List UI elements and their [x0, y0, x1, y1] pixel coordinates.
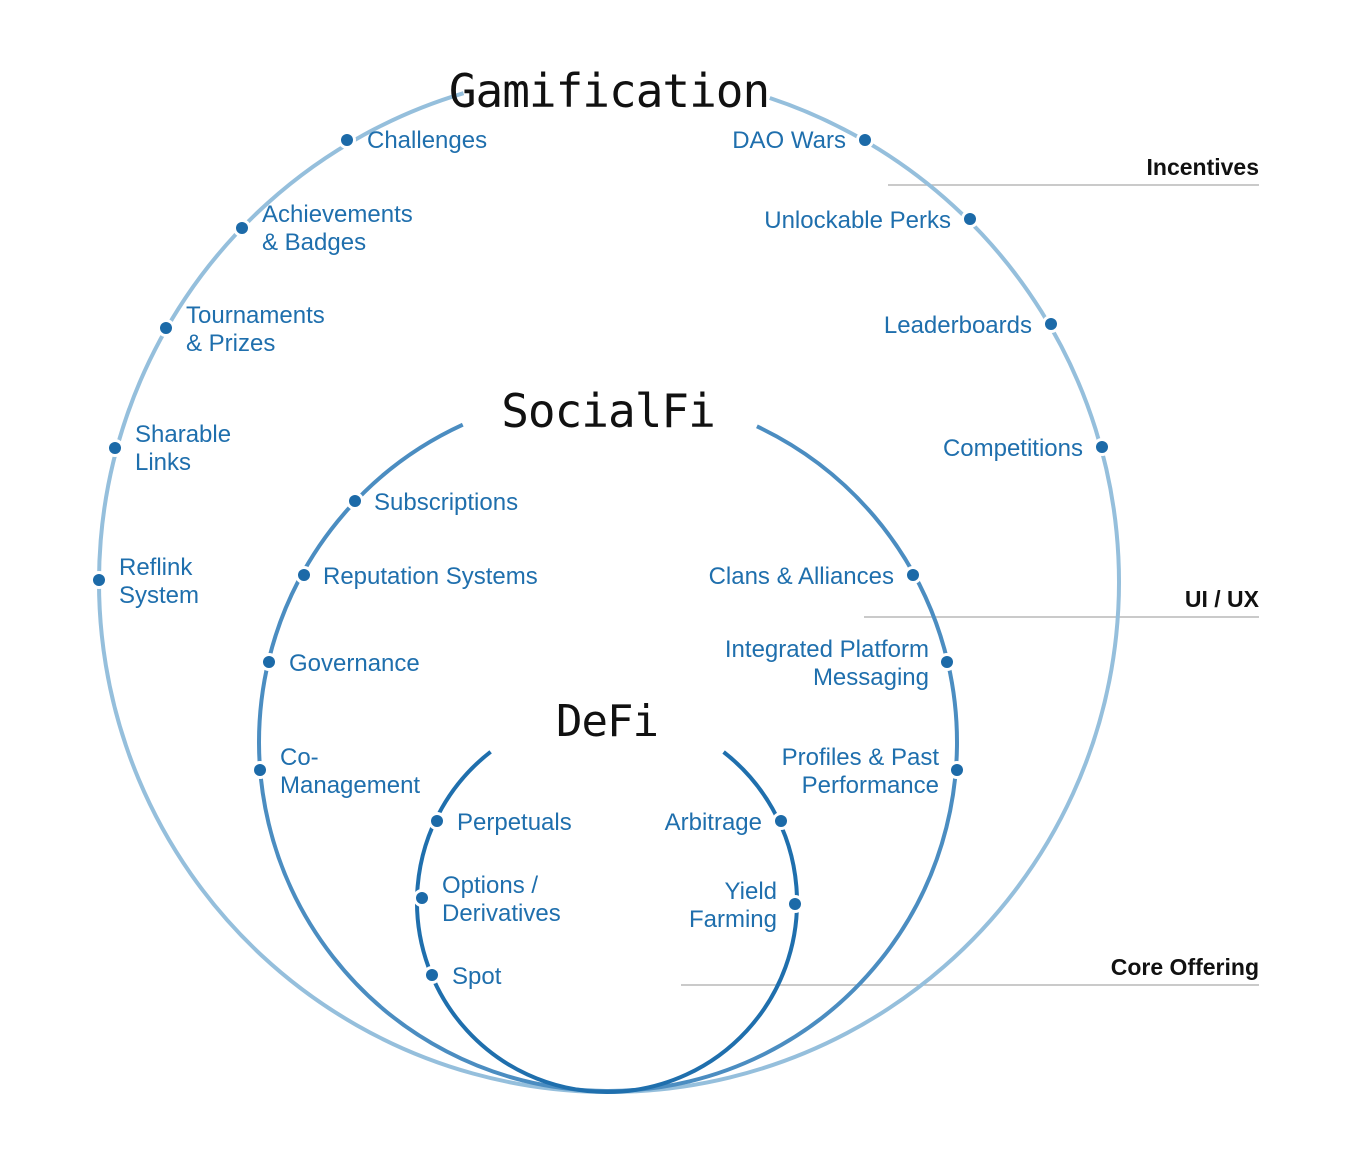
ring-title-defi: DeFi — [556, 696, 659, 747]
feature-dot — [109, 442, 121, 454]
layer-label-ui-ux: UI / UX — [1184, 586, 1259, 612]
feature-label-socialfi: Reputation Systems — [323, 563, 538, 590]
feature-dot — [263, 656, 275, 668]
feature-label-gamification: DAO Wars — [732, 127, 846, 154]
feature-label-gamification: Achievements & Badges — [262, 201, 413, 256]
feature-dot — [789, 898, 801, 910]
layer-label-core-offering: Core Offering — [1110, 954, 1259, 980]
ring-defi — [415, 750, 799, 1094]
feature-dot — [964, 213, 976, 225]
feature-dot — [1096, 441, 1108, 453]
feature-label-gamification: Challenges — [367, 127, 488, 154]
feature-label-gamification: Unlockable Perks — [764, 207, 951, 234]
feature-dot — [298, 569, 310, 581]
ring-gamification — [97, 91, 1121, 1094]
feature-label-defi: Perpetuals — [457, 809, 572, 836]
feature-dot — [341, 134, 353, 146]
feature-label-socialfi: Co- Management — [280, 744, 421, 799]
ring-title-gamification: Gamification — [448, 64, 770, 118]
feature-label-socialfi: Clans & Alliances — [708, 563, 894, 590]
feature-dot — [941, 656, 953, 668]
feature-label-defi: Arbitrage — [664, 809, 762, 836]
ring-title-socialfi: SocialFi — [501, 384, 716, 438]
feature-dot — [859, 134, 871, 146]
feature-dot — [160, 322, 172, 334]
feature-dot — [431, 815, 443, 827]
feature-label-socialfi: Profiles & Past Performance — [781, 744, 939, 799]
layer-label-incentives: Incentives — [1146, 154, 1260, 180]
feature-label-gamification: Leaderboards — [883, 312, 1032, 339]
feature-dot — [775, 815, 787, 827]
feature-label-socialfi: Governance — [289, 650, 420, 677]
feature-label-defi: Spot — [452, 963, 502, 990]
feature-label-gamification: Sharable Links — [135, 421, 232, 476]
feature-dot — [907, 569, 919, 581]
feature-label-gamification: Competitions — [942, 435, 1083, 462]
feature-dot — [426, 969, 438, 981]
feature-dot — [416, 892, 428, 904]
feature-label-defi: Options / Derivatives — [442, 872, 561, 927]
feature-dot — [93, 574, 105, 586]
feature-dot — [236, 222, 248, 234]
feature-dot — [1045, 318, 1057, 330]
feature-label-gamification: Reflink System — [119, 554, 200, 609]
feature-label-gamification: Tournaments & Prizes — [186, 302, 325, 357]
feature-dot — [951, 764, 963, 776]
feature-dot — [349, 495, 361, 507]
feature-label-defi: Yield Farming — [688, 878, 777, 933]
feature-dot — [254, 764, 266, 776]
feature-label-socialfi: Integrated Platform Messaging — [724, 636, 929, 691]
feature-label-socialfi: Subscriptions — [374, 489, 519, 516]
